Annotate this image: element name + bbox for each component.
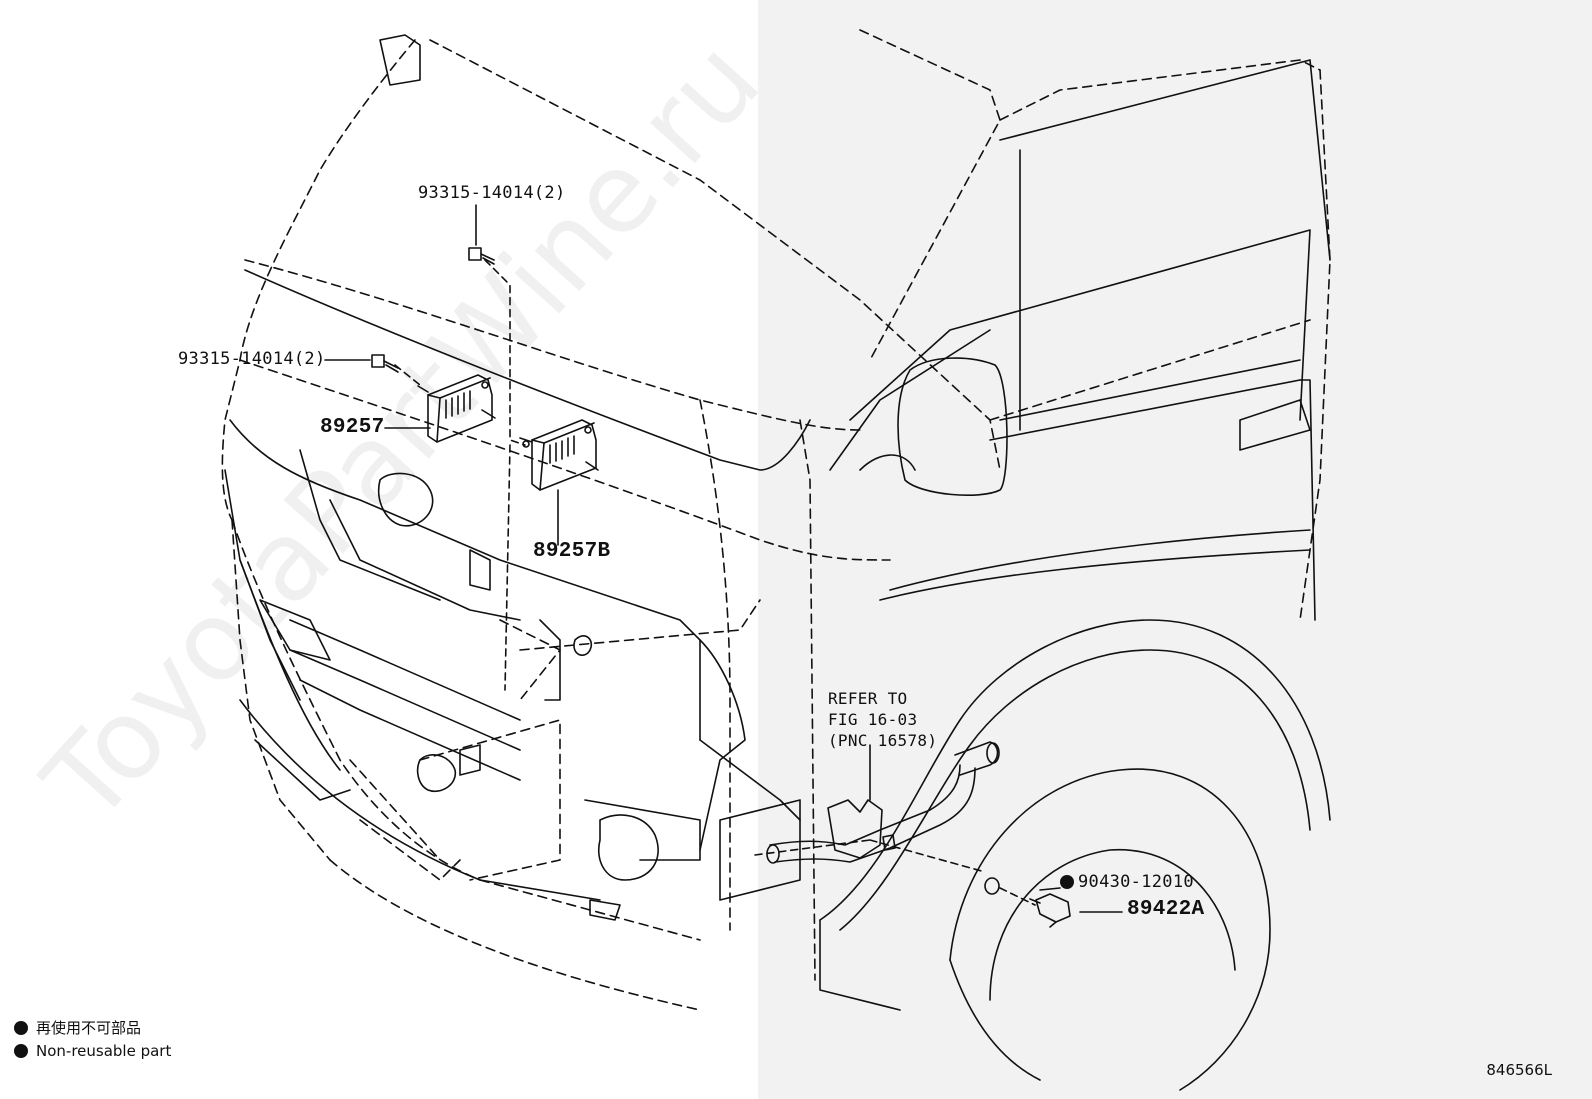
- reference-line-1: REFER TO: [828, 689, 908, 708]
- reference-line-3: (PNC 16578): [828, 731, 938, 750]
- vehicle-solid-lines: [224, 34, 1331, 1091]
- callout-90430-text: 90430-12010: [1078, 872, 1194, 892]
- assembly-leader-lines: [394, 259, 1036, 906]
- legend-item-japanese: 再使用不可部品: [14, 1017, 141, 1038]
- gasket-ring-drawing: [984, 877, 1000, 895]
- legend-label: Non-reusable part: [36, 1042, 172, 1060]
- hood-outline: [221, 29, 1331, 1011]
- callout-89257: 89257: [320, 416, 385, 439]
- bolt-left-icon: [371, 354, 399, 373]
- callout-bolt-left: 93315-14014(2): [178, 349, 326, 369]
- module-89257b-drawing: [519, 419, 599, 491]
- callout-89422a: 89422A: [1127, 898, 1205, 921]
- module-89257-drawing: [417, 374, 496, 443]
- shaded-background-panel: [758, 0, 1592, 1099]
- illustration-code: 846566L: [1486, 1061, 1552, 1079]
- bolt-top-icon: [468, 247, 495, 265]
- sensor-89422a-drawing: [1029, 893, 1071, 928]
- callout-90430: 90430-12010: [1060, 872, 1194, 892]
- callout-89257b: 89257B: [533, 540, 611, 563]
- legend-item-english: Non-reusable part: [14, 1042, 171, 1060]
- callout-leaders: [324, 204, 1123, 913]
- legend-label: 再使用不可部品: [36, 1019, 142, 1037]
- water-pipe-drawing: [766, 741, 1000, 864]
- filled-circle-icon: [14, 1044, 28, 1058]
- filled-circle-icon: [1060, 875, 1074, 889]
- filled-circle-icon: [14, 1020, 28, 1035]
- callout-bolt-top: 93315-14014(2): [418, 183, 566, 203]
- reference-line-2: FIG 16-03: [828, 710, 918, 729]
